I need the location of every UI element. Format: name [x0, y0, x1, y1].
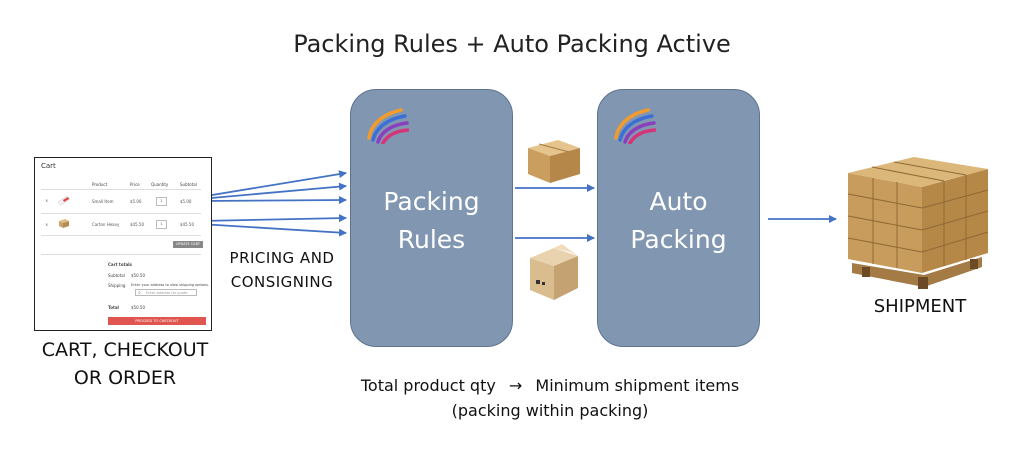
right-arrow-icon: → [508, 376, 523, 395]
pallet-icon [847, 157, 989, 289]
remove-icon[interactable]: × [45, 222, 49, 227]
cart-screenshot: Cart Product Price Quantity Subtotal × S… [34, 157, 212, 331]
total-label: Total [108, 305, 119, 310]
qty-input[interactable]: 1 [156, 220, 167, 229]
row-price: $45.50 [130, 222, 144, 227]
auto-packing-box: Auto Packing [597, 89, 760, 347]
col-subtotal: Subtotal [180, 182, 197, 187]
packing-rules-line1: Packing [383, 187, 480, 216]
pricing-line2: CONSIGNING [230, 273, 334, 291]
shipment-label: SHIPMENT [873, 296, 967, 317]
logo-swirl-icon [367, 108, 409, 144]
cart-label-line2: OR ORDER [73, 367, 177, 389]
auto-packing-line1: Auto [649, 187, 708, 216]
qty-input[interactable]: 1 [156, 197, 167, 206]
col-product: Product [92, 182, 108, 187]
logo-swirl-icon [614, 108, 656, 144]
auto-packing-line2: Packing [630, 225, 727, 254]
address-search-input[interactable]: ⌕ Enter address for quote [135, 289, 197, 296]
search-placeholder: Enter address for quote [146, 291, 188, 295]
footer-line1: Total product qty → Minimum shipment ite… [320, 376, 780, 395]
total-value: $50.50 [131, 305, 145, 310]
cart-heading: Cart [41, 162, 56, 170]
row-name[interactable]: Small Item [92, 199, 114, 204]
pricing-line1: PRICING AND [229, 249, 335, 267]
shipping-note: Enter your address to view shipping opti… [131, 283, 210, 287]
footer-right: Minimum shipment items [535, 376, 740, 395]
row-name[interactable]: Carton Heavy [92, 222, 120, 227]
cart-to-rules-arrow-1 [199, 170, 347, 198]
col-price: Price [130, 182, 140, 187]
pricing-consigning-label: PRICING AND CONSIGNING [212, 246, 352, 294]
cart-label-line1: CART, CHECKOUT [41, 339, 209, 361]
divider [41, 235, 201, 236]
cart-checkout-label: CART, CHECKOUT OR ORDER [20, 336, 230, 392]
cart-totals-heading: Cart totals [108, 262, 132, 267]
cart-to-rules-arrow-5 [199, 223, 347, 237]
divider [41, 213, 201, 214]
search-icon: ⌕ [138, 290, 141, 296]
packing-rules-box: Packing Rules [350, 89, 513, 347]
col-quantity: Quantity [151, 182, 169, 187]
cart-to-rules-arrow-2 [199, 182, 347, 200]
row-subtotal: $5.00 [180, 199, 192, 204]
checkout-button[interactable]: PROCEED TO CHECKOUT [108, 317, 206, 325]
shipping-label: Shipping [108, 283, 126, 288]
row-subtotal: $45.50 [180, 222, 194, 227]
subtotal-value: $50.50 [131, 273, 145, 278]
auto-packing-label: Auto Packing [598, 183, 759, 259]
box-item-icon [59, 219, 69, 228]
packing-rules-label: Packing Rules [351, 183, 512, 259]
row-price: $5.00 [130, 199, 142, 204]
cart-to-rules-arrow-3 [199, 196, 347, 205]
divider [41, 254, 201, 255]
cart-to-rules-arrow-4 [199, 214, 347, 223]
envelope-item-icon [57, 195, 71, 206]
footer-line2: (packing within packing) [451, 401, 649, 420]
diagram-title: Packing Rules + Auto Packing Active [293, 30, 731, 58]
subtotal-label: Subtotal [108, 273, 125, 278]
footer-left: Total product qty [360, 376, 496, 395]
remove-icon[interactable]: × [45, 198, 49, 203]
packing-rules-line2: Rules [397, 225, 466, 254]
divider [41, 189, 201, 190]
update-cart-button[interactable]: UPDATE CART [173, 241, 203, 248]
cardboard-box-icon [528, 140, 580, 183]
open-box-icon [530, 244, 578, 300]
